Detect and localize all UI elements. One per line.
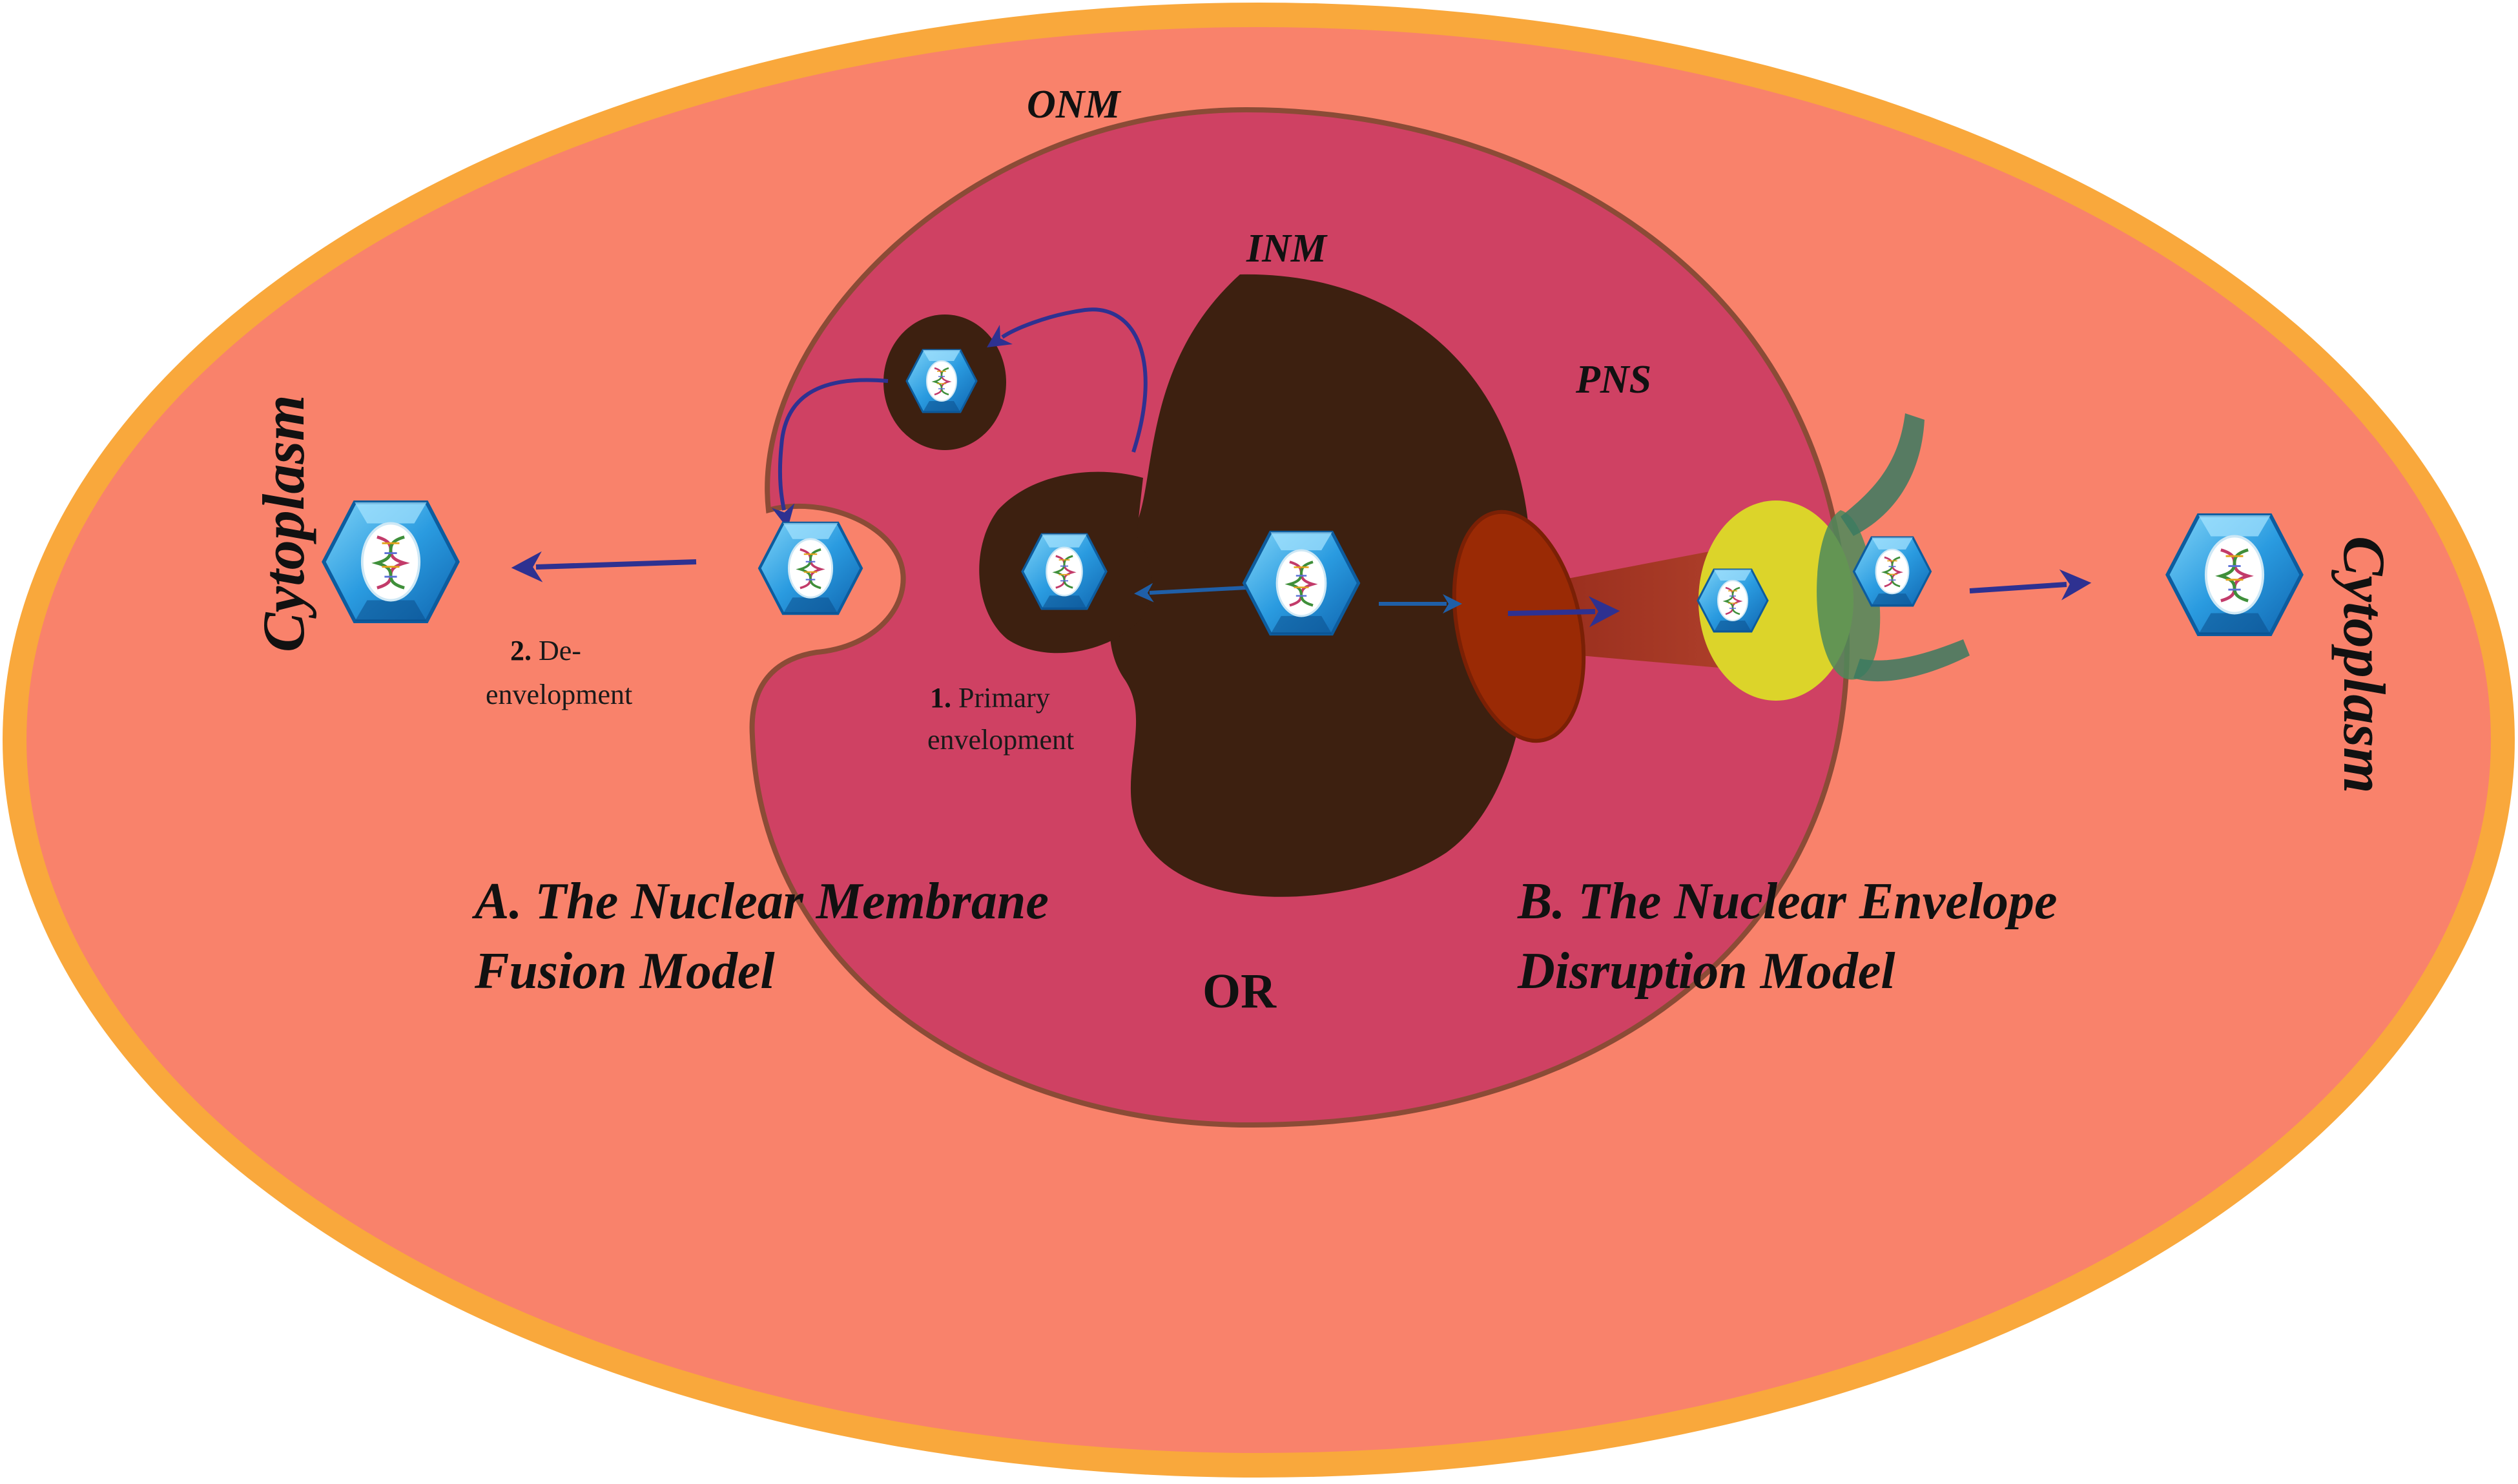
model-a-title-line2: Fusion Model	[474, 943, 775, 1000]
step-1-text-line2: envelopment	[927, 724, 1074, 756]
arrow-to-cytoplasm-left	[511, 551, 697, 582]
arrow-primary-envelopment	[1134, 582, 1247, 603]
capsid-icon	[1852, 536, 1932, 607]
capsid-icon	[1244, 532, 1358, 634]
capsid-icon	[905, 349, 978, 413]
nuclear-pore-green-wing-top	[1841, 413, 1925, 536]
model-a-title-line1: A. The Nuclear Membrane	[471, 873, 1049, 930]
step-1-label: 1. Primary	[930, 682, 1050, 714]
capsid-icon	[1021, 533, 1108, 610]
curved-arrow-up	[987, 307, 1148, 453]
label-cytoplasm-left: Cytoplasm	[251, 395, 316, 652]
step-1-number: 1.	[930, 682, 951, 714]
arrow-to-cytoplasm-right	[1969, 569, 2092, 601]
nuclear-pore-yellow	[1698, 500, 1853, 701]
capsid-icon	[324, 502, 457, 621]
label-pns: PNS	[1575, 358, 1651, 402]
capsid-icon	[1697, 568, 1769, 633]
model-b-title-line2: Disruption Model	[1517, 943, 1895, 1000]
label-cytoplasm-right: Cytoplasm	[2331, 536, 2397, 794]
label-onm: ONM	[1027, 83, 1122, 127]
arrow-through-channel	[1507, 596, 1620, 628]
capsid-icon	[759, 523, 862, 613]
nuclear-pore-green-wing-bottom	[1853, 639, 1970, 682]
step-2-text-line2: envelopment	[486, 679, 632, 710]
capsid-icon	[2167, 515, 2301, 634]
step-2-text: De-	[539, 635, 581, 666]
label-or: OR	[1202, 964, 1277, 1018]
step-2-number: 2.	[510, 635, 531, 666]
model-b-title-line1: B. The Nuclear Envelope	[1517, 873, 2057, 930]
step-1-text: Primary	[958, 682, 1050, 714]
curved-arrow-down	[771, 378, 889, 529]
step-2-label: 2. De-	[510, 635, 581, 666]
label-inm: INM	[1246, 227, 1328, 271]
